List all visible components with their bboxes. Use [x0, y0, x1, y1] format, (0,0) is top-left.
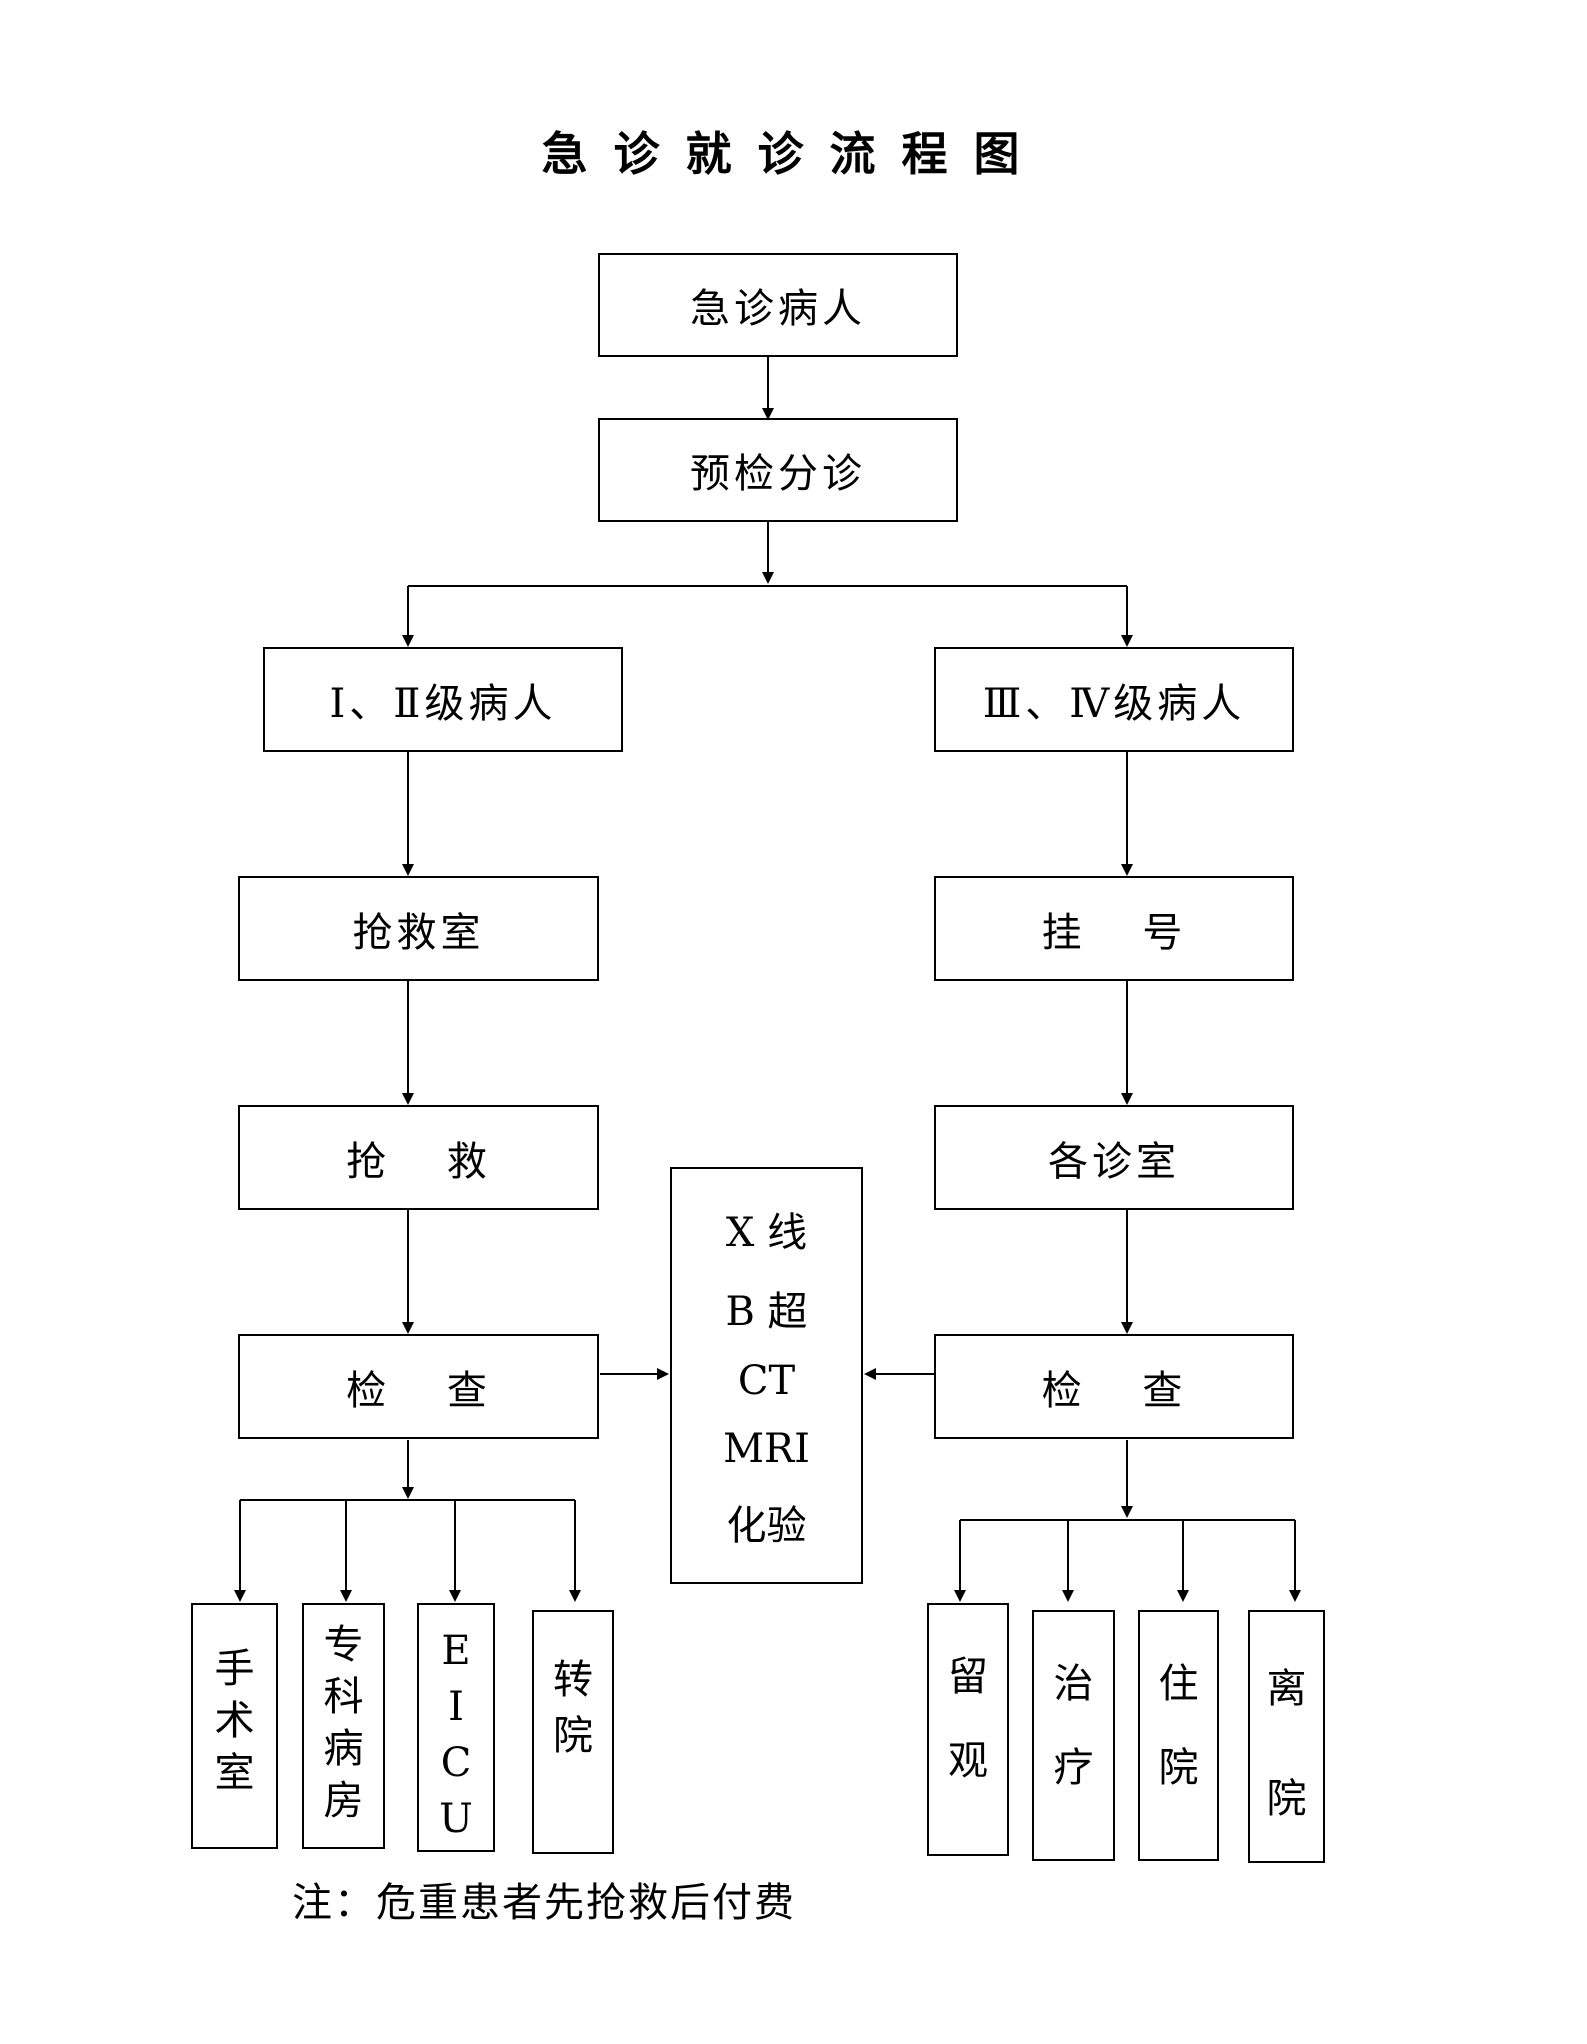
node-exam-left: 检 查 [238, 1334, 599, 1439]
test-lab: 化验 [726, 1503, 807, 1550]
test-ultrasound: B 超 [725, 1289, 808, 1336]
outcome-transfer: 转院 [532, 1610, 614, 1854]
outcome-admission: 住院 [1138, 1610, 1219, 1861]
test-mri: MRI [723, 1425, 810, 1472]
outcome-operating-room: 手术室 [191, 1603, 278, 1849]
outcome-eicu: EICU [417, 1603, 495, 1852]
outcome-specialist-ward: 专科病房 [302, 1603, 385, 1849]
node-registration: 挂 号 [934, 876, 1294, 981]
node-exam-right: 检 查 [934, 1334, 1294, 1439]
outcome-treatment: 治疗 [1032, 1610, 1115, 1861]
node-level-3-4: Ⅲ、Ⅳ级病人 [934, 647, 1294, 752]
test-xray: X 线 [725, 1209, 808, 1256]
node-level-1-2: Ⅰ、Ⅱ级病人 [263, 647, 623, 752]
node-triage: 预检分诊 [598, 418, 958, 522]
node-clinics: 各诊室 [934, 1105, 1294, 1210]
node-tests: X 线 B 超 CT MRI 化验 [670, 1167, 863, 1584]
test-ct: CT [737, 1358, 796, 1405]
footnote: 注：危重患者先抢救后付费 [292, 1880, 796, 1926]
node-rescue: 抢 救 [238, 1105, 599, 1210]
outcome-observation: 留观 [927, 1603, 1009, 1856]
node-emergency-patient: 急诊病人 [598, 253, 958, 357]
outcome-discharge: 离院 [1248, 1610, 1325, 1863]
page-title: 急诊就诊流程图 [541, 127, 1046, 181]
node-rescue-room: 抢救室 [238, 876, 599, 981]
